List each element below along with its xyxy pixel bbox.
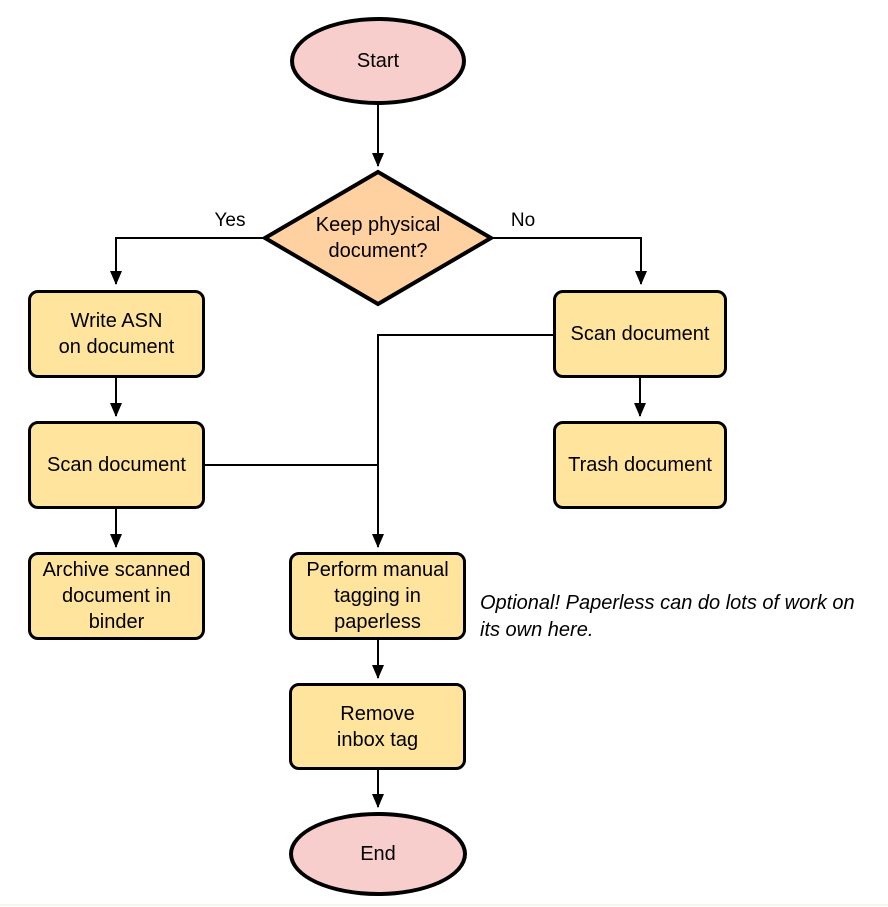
write-asn-node-label: Write ASN on document xyxy=(58,310,175,358)
page-bottom-edge xyxy=(0,904,888,906)
end-node: End xyxy=(289,812,467,896)
manual-tagging-node: Perform manual tagging in paperless xyxy=(289,552,466,640)
scan-document-right-label: Scan document xyxy=(570,323,710,345)
end-node-label: End xyxy=(360,843,396,865)
edge-decision-yes-to-write-asn xyxy=(110,237,265,285)
scan-document-right-node: Scan document xyxy=(553,290,727,378)
remove-inbox-tag-node: Remove inbox tag xyxy=(289,683,466,770)
optional-annotation: Optional! Paperless can do lots of work … xyxy=(480,592,855,641)
scan-document-left-node: Scan document xyxy=(28,421,205,509)
decision-node-shape xyxy=(261,169,495,307)
edge-decision-no-to-scan-right xyxy=(491,237,647,285)
remove-inbox-tag-label: Remove inbox tag xyxy=(336,702,419,751)
decision-node-label-box: Keep physical document? xyxy=(265,172,491,304)
trash-document-node: Trash document xyxy=(553,421,727,509)
write-asn-node: Write ASN on document xyxy=(28,290,205,378)
start-node-label: Start xyxy=(356,50,400,72)
trash-document-label: Trash document xyxy=(568,454,712,476)
archive-node: Archive scanned document in binder xyxy=(28,552,205,640)
start-node: Start xyxy=(290,17,466,105)
edge-label-no: No xyxy=(489,210,557,232)
scan-document-left-label: Scan document xyxy=(47,454,186,476)
archive-node-label: Archive scanned document in binder xyxy=(42,559,191,633)
decision-node-label: Keep physical document? xyxy=(315,214,441,262)
edge-scan-right-to-tagging xyxy=(372,334,553,548)
edge-label-yes: Yes xyxy=(196,210,264,232)
manual-tagging-label: Perform manual tagging in paperless xyxy=(306,559,449,633)
